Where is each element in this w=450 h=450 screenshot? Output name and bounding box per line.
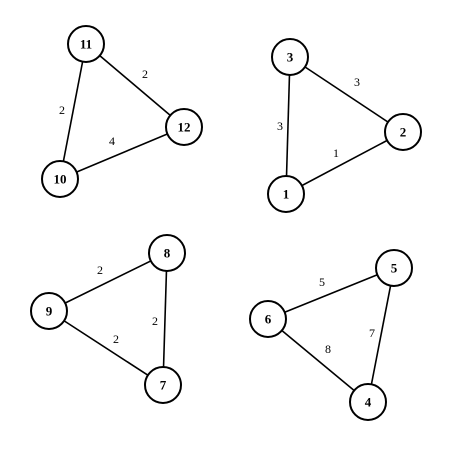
edge-weight-9-8: 2: [97, 263, 103, 277]
node-label-5: 5: [391, 261, 398, 276]
edge-8-7: [162, 252, 168, 386]
node-7: 7: [144, 366, 182, 404]
node-4: 4: [349, 383, 387, 421]
node-12: 12: [165, 108, 203, 146]
node-label-10: 10: [54, 172, 67, 187]
node-10: 10: [41, 160, 79, 198]
node-label-3: 3: [287, 50, 294, 65]
node-circle-5: [375, 249, 413, 287]
node-circle-6: [249, 300, 287, 338]
node-circle-11: [67, 25, 105, 63]
node-label-9: 9: [46, 304, 53, 319]
edge-1-2: [285, 131, 404, 195]
node-6: 6: [249, 300, 287, 338]
edge-6-5: [267, 267, 395, 320]
node-8: 8: [148, 234, 186, 272]
edge-weight-11-12: 2: [142, 67, 148, 81]
node-circle-3: [271, 38, 309, 76]
node-2: 2: [384, 113, 422, 151]
node-1: 1: [267, 175, 305, 213]
edge-6-4: [267, 318, 369, 403]
edge-10-12: [59, 126, 185, 180]
edge-weight-3-2: 3: [354, 75, 360, 89]
node-3: 3: [271, 38, 309, 76]
edge-weight-10-12: 4: [109, 134, 115, 148]
edge-weight-5-4: 7: [369, 326, 375, 340]
edge-3-1: [285, 56, 291, 195]
node-label-8: 8: [164, 246, 171, 261]
node-label-4: 4: [365, 395, 372, 410]
edge-5-4: [367, 267, 395, 403]
node-11: 11: [67, 25, 105, 63]
edge-9-8: [48, 252, 168, 312]
node-circle-4: [349, 383, 387, 421]
node-circle-1: [267, 175, 305, 213]
node-label-12: 12: [178, 120, 191, 135]
node-label-11: 11: [80, 37, 92, 52]
node-circle-7: [144, 366, 182, 404]
node-label-7: 7: [160, 378, 167, 393]
edge-weight-9-7: 2: [113, 332, 119, 346]
edge-3-2: [289, 56, 404, 133]
edge-weight-8-7: 2: [152, 314, 158, 328]
edge-weight-6-5: 5: [319, 275, 325, 289]
node-label-2: 2: [400, 125, 407, 140]
node-label-1: 1: [283, 187, 290, 202]
edge-weight-6-4: 8: [325, 342, 331, 356]
node-9: 9: [30, 292, 68, 330]
edge-weight-11-10: 2: [59, 103, 65, 117]
node-circle-9: [30, 292, 68, 330]
node-circle-2: [384, 113, 422, 151]
edge-9-7: [48, 310, 164, 386]
node-5: 5: [375, 249, 413, 287]
edge-11-12: [85, 43, 185, 128]
edges-layer: [48, 43, 404, 403]
node-circle-8: [148, 234, 186, 272]
node-circle-12: [165, 108, 203, 146]
node-label-6: 6: [265, 312, 272, 327]
edge-11-10: [59, 43, 87, 180]
edge-weight-1-2: 1: [333, 146, 339, 160]
node-circle-10: [41, 160, 79, 198]
edge-weight-3-1: 3: [277, 119, 283, 133]
